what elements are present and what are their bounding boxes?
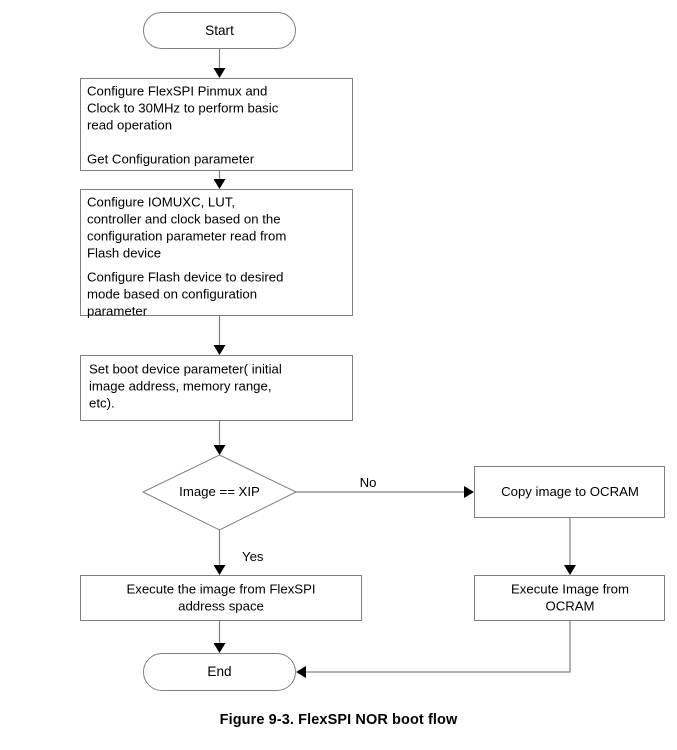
edge-execute-from-flexspi-to-end bbox=[213, 620, 226, 653]
edge-execute-from-ocram-to-end bbox=[296, 620, 571, 678]
connectors bbox=[213, 49, 576, 678]
edge-copy-image-to-ocram-to-execute-from-ocram bbox=[564, 517, 576, 575]
node-start[interactable]: Start bbox=[143, 12, 296, 49]
set-boot-device-line-2: image address, memory range, bbox=[89, 378, 272, 393]
configure-flexspi-line-2: Clock to 30MHz to perform basic bbox=[87, 100, 279, 115]
configure-flexspi-line-1: Configure FlexSPI Pinmux and bbox=[87, 83, 267, 98]
node-copy-image-to-ocram[interactable]: Copy image to OCRAM bbox=[474, 466, 665, 518]
execute-from-ocram-line-2: OCRAM bbox=[545, 598, 594, 613]
execute-from-ocram-line-1: Execute Image from bbox=[511, 581, 629, 596]
set-boot-device-line-1: Set boot device parameter( initial bbox=[89, 361, 282, 376]
node-configure-flexspi[interactable]: Configure FlexSPI Pinmux and Clock to 30… bbox=[80, 78, 353, 171]
node-end[interactable]: End bbox=[143, 653, 296, 691]
copy-image-to-ocram-box-shape bbox=[474, 466, 665, 518]
node-configure-iomuxc[interactable]: Configure IOMUXC, LUT, controller and cl… bbox=[80, 189, 353, 319]
configure-flexspi-line-4: Get Configuration parameter bbox=[87, 151, 255, 166]
image-is-xip-label: Image == XIP bbox=[179, 484, 260, 499]
configure-iomuxc-line-4: Flash device bbox=[87, 245, 161, 260]
edge-image-is-xip-to-copy-image-to-ocram bbox=[296, 486, 474, 498]
set-boot-device-line-3: etc). bbox=[89, 395, 115, 410]
edge-label-no: No bbox=[360, 475, 377, 490]
start-label: Start bbox=[205, 23, 234, 38]
configure-iomuxc-line-7: parameter bbox=[87, 303, 148, 318]
edge-configure-iomuxc-to-set-boot-device bbox=[213, 315, 226, 355]
end-terminator-shape bbox=[143, 653, 296, 691]
edge-set-boot-device-to-image-is-xip bbox=[213, 420, 226, 455]
execute-from-ocram-box-shape bbox=[474, 575, 665, 621]
execute-from-flexspi-line-1: Execute the image from FlexSPI bbox=[126, 581, 315, 596]
configure-iomuxc-line-2: controller and clock based on the bbox=[87, 211, 281, 226]
edge-start-to-configure-flexspi bbox=[213, 49, 226, 78]
configure-iomuxc-line-1: Configure IOMUXC, LUT, bbox=[87, 194, 235, 209]
configure-iomuxc-line-5: Configure Flash device to desired bbox=[87, 269, 283, 284]
configure-iomuxc-line-6: mode based on configuration bbox=[87, 286, 257, 301]
node-image-is-xip[interactable]: Image == XIP bbox=[141, 454, 298, 531]
end-label: End bbox=[207, 664, 231, 679]
start-terminator-shape bbox=[143, 12, 296, 49]
copy-image-to-ocram-label: Copy image to OCRAM bbox=[501, 484, 639, 499]
figure-caption: Figure 9-3. FlexSPI NOR boot flow bbox=[219, 712, 458, 728]
edge-label-yes: Yes bbox=[242, 549, 264, 564]
node-execute-from-ocram[interactable]: Execute Image from OCRAM bbox=[474, 575, 665, 621]
configure-iomuxc-box-shape bbox=[80, 189, 353, 316]
image-is-xip-diamond-shape bbox=[141, 454, 298, 531]
execute-from-flexspi-line-2: address space bbox=[178, 598, 264, 613]
node-set-boot-device[interactable]: Set boot device parameter( initial image… bbox=[80, 355, 353, 421]
node-execute-from-flexspi[interactable]: Execute the image from FlexSPI address s… bbox=[80, 575, 362, 621]
edge-image-is-xip-to-execute-from-flexspi bbox=[213, 530, 226, 575]
execute-from-flexspi-box-shape bbox=[80, 575, 362, 621]
edge-configure-flexspi-to-configure-iomuxc bbox=[213, 170, 226, 189]
configure-iomuxc-line-3: configuration parameter read from bbox=[87, 228, 286, 243]
set-boot-device-box-shape bbox=[80, 355, 353, 421]
configure-flexspi-line-3: read operation bbox=[87, 117, 172, 132]
configure-flexspi-box-shape bbox=[80, 78, 353, 171]
